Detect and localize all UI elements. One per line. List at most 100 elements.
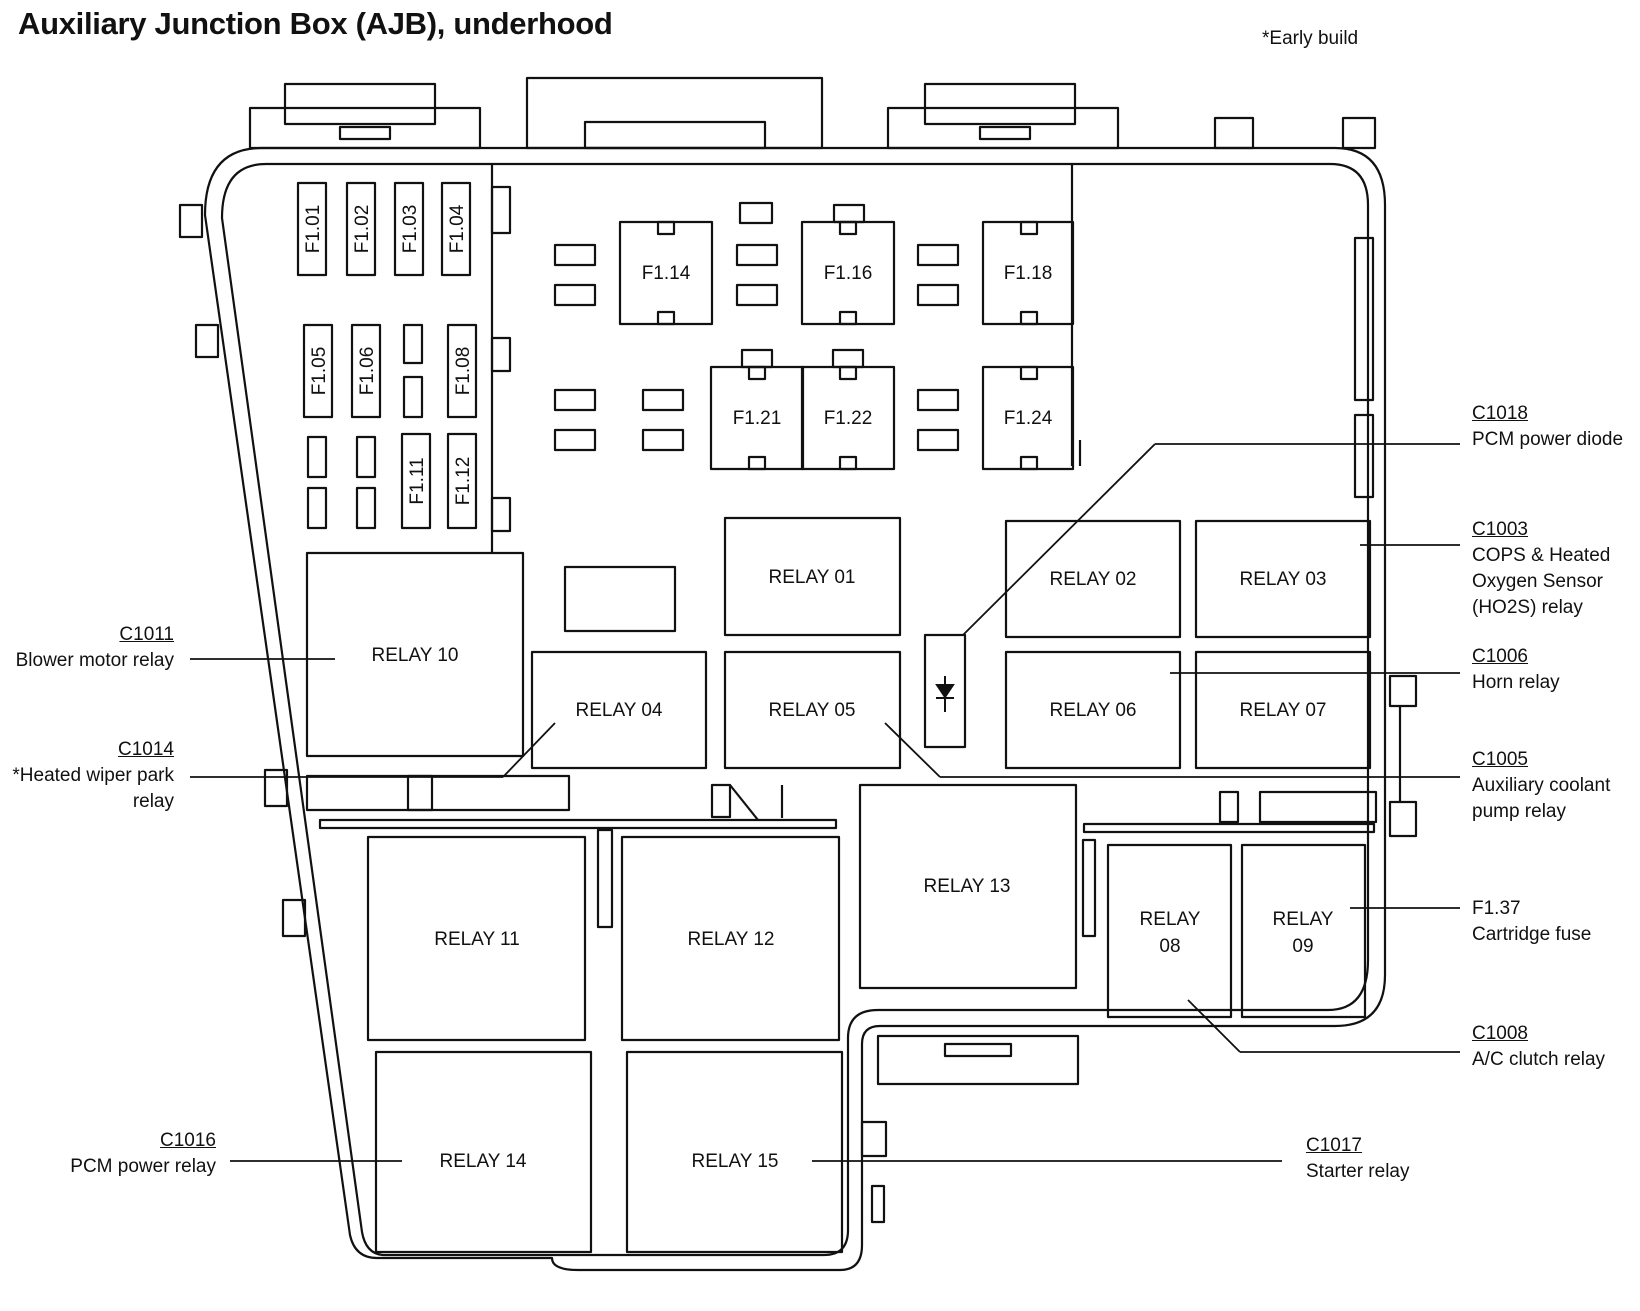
left-tab-2	[194, 323, 220, 359]
callout-code: C1018	[1472, 403, 1528, 424]
housing-outline	[203, 146, 1387, 1272]
callout-code: C1008	[1472, 1023, 1528, 1044]
relay-03	[1194, 519, 1372, 639]
label-F1.04: F1.04	[447, 204, 468, 253]
label-F1.05: F1.05	[309, 347, 330, 396]
relay-14	[374, 1050, 593, 1254]
top-connector-2	[525, 76, 824, 150]
top-connector-3-tab	[923, 82, 1077, 126]
label-relay-09-line1: RELAY	[1273, 909, 1334, 930]
label-F1.03: F1.03	[400, 205, 421, 254]
fuse-F1.06	[350, 323, 382, 419]
label-F1.16: F1.16	[824, 263, 873, 284]
callout-desc: Starter relay	[1306, 1161, 1410, 1182]
early-build-note: *Early build	[1262, 28, 1359, 49]
fuse-F1.12	[446, 432, 478, 530]
label-relay-09-line2: 09	[1292, 936, 1313, 957]
callout-c1018: C1018 PCM power diode	[1472, 401, 1640, 453]
label-relay-08-line2: 08	[1159, 936, 1180, 957]
label-F1.21: F1.21	[733, 408, 782, 429]
diagram-title: Auxiliary Junction Box (AJB), underhood	[18, 6, 613, 41]
label-relay-11: RELAY 11	[434, 929, 520, 950]
label-F1.24: F1.24	[1004, 408, 1053, 429]
label-F1.06: F1.06	[357, 347, 378, 396]
relay-08	[1106, 843, 1233, 1019]
relay-05	[723, 650, 902, 770]
callout-c1005: C1005 Auxiliary coolant pump relay	[1472, 747, 1640, 825]
callout-code: C1017	[1306, 1135, 1362, 1156]
right-tab-1	[1388, 674, 1418, 708]
label-relay-06: RELAY 06	[1050, 700, 1137, 721]
top-tab-right-2	[1341, 116, 1377, 150]
diode-box	[923, 633, 967, 749]
callout-code: F1.37	[1472, 898, 1521, 919]
fuse-F1.02	[345, 181, 377, 277]
relay-15	[625, 1050, 844, 1254]
fuse-F1.03	[393, 181, 425, 277]
callout-desc: Horn relay	[1472, 672, 1560, 693]
housing-inner-outline	[220, 162, 1370, 1257]
fuse-slot-e	[355, 435, 377, 479]
callout-f137: F1.37 Cartridge fuse	[1472, 896, 1640, 948]
fuse-slot-f	[355, 486, 377, 530]
left-tab-4	[281, 898, 307, 938]
fuse-slot-b	[402, 375, 424, 419]
right-tab-2	[1388, 800, 1418, 838]
relay-10	[305, 551, 525, 758]
relay-12	[620, 835, 841, 1042]
bottom-connector-tab	[943, 1042, 1013, 1058]
callout-code: C1003	[1472, 519, 1528, 540]
callout-desc: pump relay	[1472, 801, 1566, 822]
fuse-slot-d	[306, 486, 328, 530]
callout-code: C1005	[1472, 749, 1528, 770]
fuse-F1.05	[302, 323, 334, 419]
label-relay-04: RELAY 04	[576, 700, 663, 721]
label-relay-10: RELAY 10	[372, 645, 459, 666]
bottom-tab-1	[860, 1120, 888, 1158]
label-relay-08-line1: RELAY	[1140, 909, 1201, 930]
callout-desc: COPS & Heated	[1472, 545, 1611, 566]
label-F1.18: F1.18	[1004, 263, 1053, 284]
fuse-slot-a	[402, 323, 424, 365]
relay-13	[858, 783, 1078, 990]
callout-desc: Auxiliary coolant	[1472, 775, 1611, 796]
top-connector-2-slot	[583, 120, 767, 150]
fuse-F1.01	[296, 181, 328, 277]
top-connector-3-slot	[978, 125, 1032, 141]
label-relay-13: RELAY 13	[924, 876, 1011, 897]
relay-06	[1004, 650, 1182, 770]
relay-09	[1240, 843, 1367, 1019]
callout-desc: PCM power diode	[1472, 429, 1624, 450]
bottom-connector	[876, 1034, 1080, 1086]
callout-code: C1014	[118, 739, 174, 760]
callout-c1003: C1003 COPS & Heated Oxygen Sensor (HO2S)…	[1472, 517, 1640, 621]
relay-07	[1194, 650, 1372, 770]
label-relay-07: RELAY 07	[1240, 700, 1327, 721]
top-connector-3	[886, 106, 1120, 150]
label-F1.02: F1.02	[352, 205, 373, 254]
relay-01	[723, 516, 902, 637]
top-connector-1-slot	[338, 125, 392, 141]
left-tab-1	[178, 203, 204, 239]
fuse-F1.04	[440, 181, 472, 277]
callout-desc: A/C clutch relay	[1472, 1049, 1606, 1070]
label-relay-14: RELAY 14	[440, 1151, 527, 1172]
label-relay-03: RELAY 03	[1240, 569, 1327, 590]
callout-c1017: C1017 Starter relay	[1306, 1133, 1506, 1185]
label-F1.12: F1.12	[453, 457, 474, 506]
right-bar-1	[1353, 236, 1375, 402]
callout-c1014: C1014 *Heated wiper park relay	[0, 737, 174, 815]
relay-blank	[563, 565, 677, 633]
label-F1.11: F1.11	[407, 457, 428, 504]
top-tab-right-1	[1213, 116, 1255, 150]
callout-code: C1016	[160, 1130, 216, 1151]
callout-c1011: C1011 Blower motor relay	[0, 622, 174, 674]
callout-code: C1006	[1472, 646, 1528, 667]
bottom-tab-2	[870, 1184, 886, 1224]
top-connector-1-tab	[283, 82, 437, 126]
callout-c1016: C1016 PCM power relay	[0, 1128, 216, 1180]
callout-c1008: C1008 A/C clutch relay	[1472, 1021, 1640, 1073]
label-relay-05: RELAY 05	[769, 700, 856, 721]
callout-desc: Oxygen Sensor	[1472, 571, 1603, 592]
